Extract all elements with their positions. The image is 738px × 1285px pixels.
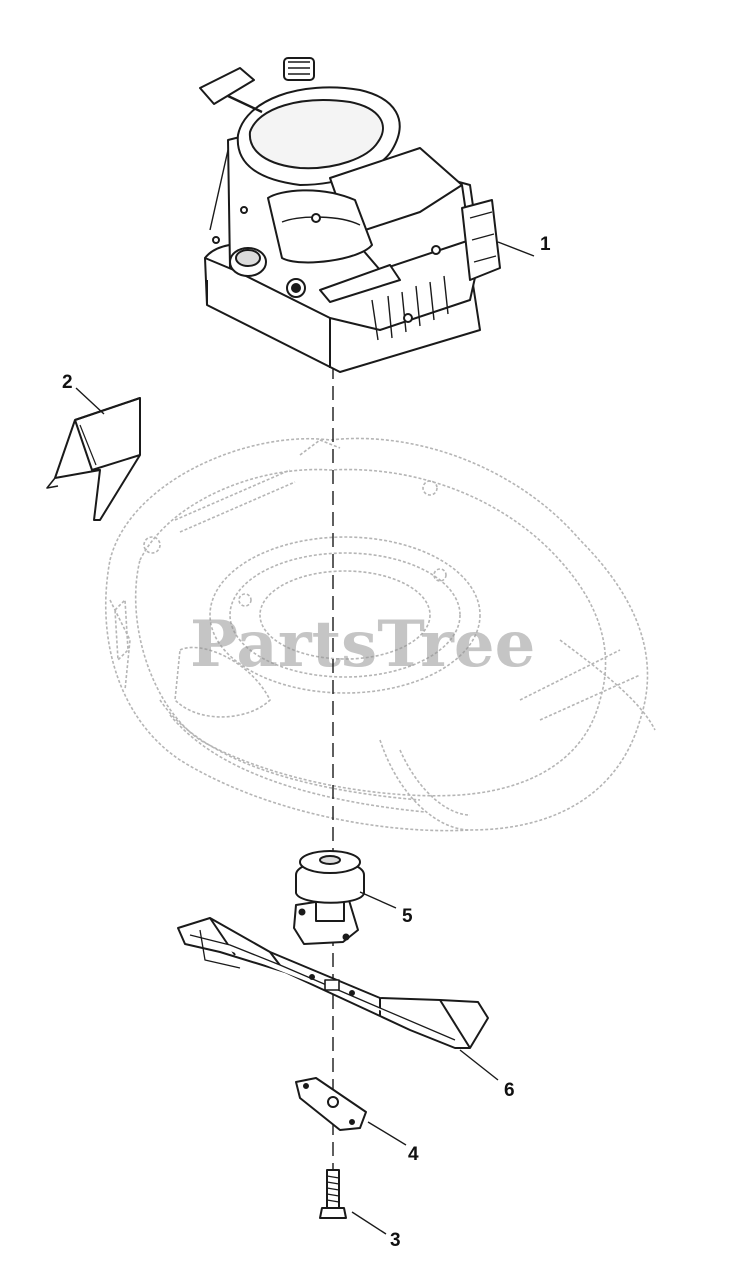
mower-deck-outline (104, 437, 656, 832)
callout-3: 3 (390, 1230, 401, 1251)
blade-washer-part (295, 1077, 367, 1131)
blade-bolt-part (319, 1169, 347, 1219)
blade-part (177, 917, 489, 1049)
leader-4 (367, 1121, 407, 1146)
deflector-part (46, 397, 141, 521)
watermark: PartsTree (190, 607, 535, 682)
engine-part (199, 57, 501, 373)
leader-3 (351, 1211, 387, 1235)
callout-4: 4 (408, 1144, 419, 1165)
callout-1: 1 (540, 234, 551, 255)
callout-6: 6 (504, 1080, 515, 1101)
leader-1 (497, 241, 535, 257)
blade-adapter-part (293, 850, 365, 945)
callout-5: 5 (402, 906, 413, 927)
leader-2 (75, 387, 105, 415)
callout-2: 2 (62, 372, 73, 393)
leader-5 (359, 891, 397, 909)
leader-6 (459, 1049, 499, 1081)
